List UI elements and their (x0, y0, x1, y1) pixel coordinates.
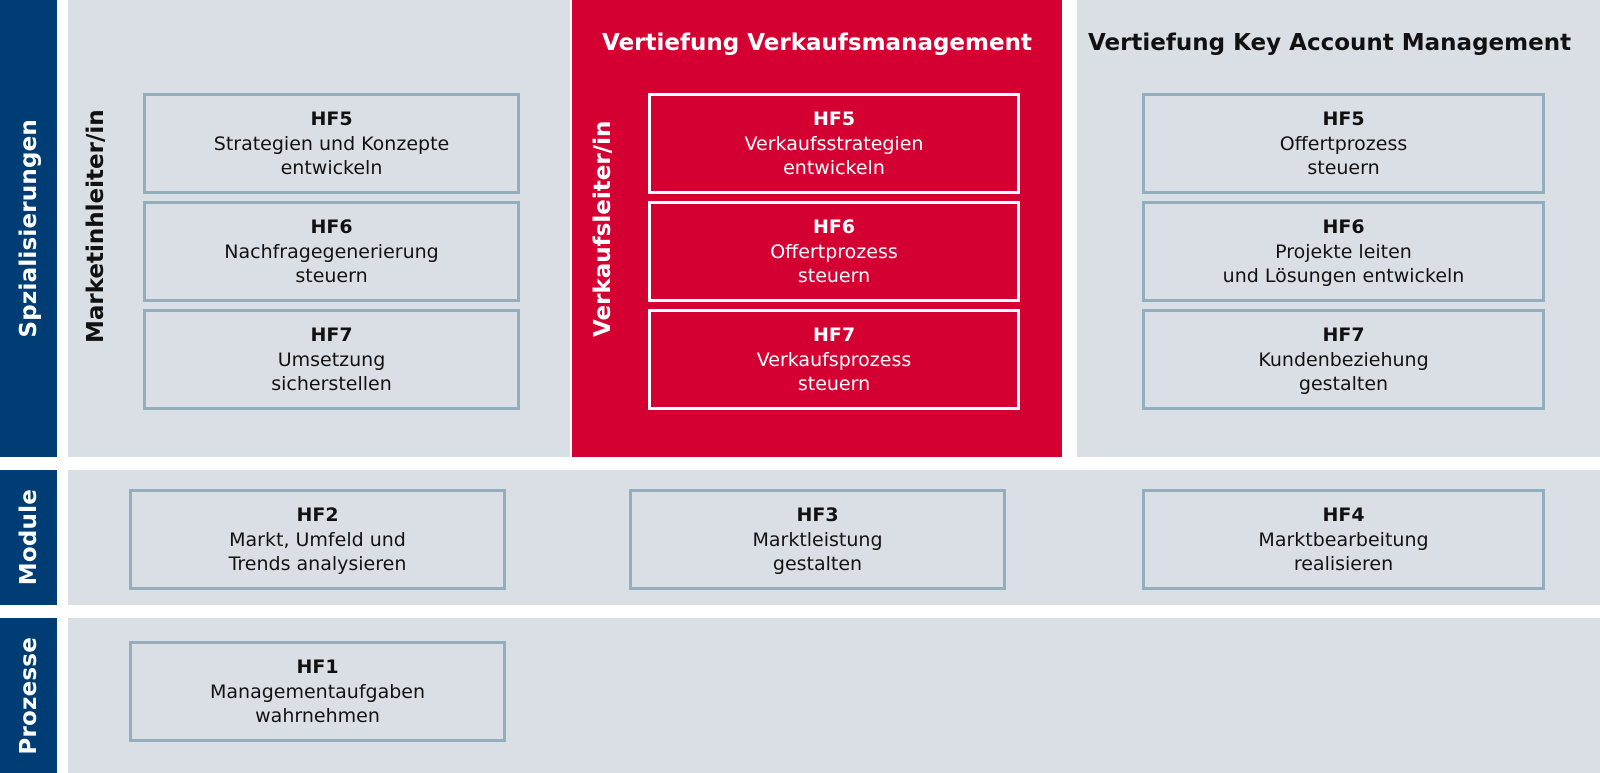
hf-title: Umsetzung sicherstellen (271, 348, 392, 396)
hf-box-spec-c1-hf6[interactable]: HF6 Nachfragegenerierung steuern (143, 201, 520, 302)
hf-code: HF5 (812, 107, 856, 130)
hf-code: HF6 (812, 215, 856, 238)
hf-code: HF6 (310, 215, 353, 238)
hf-code: HF5 (1322, 107, 1365, 130)
hf-title: Offertprozess steuern (770, 240, 898, 288)
hf-code: HF7 (812, 323, 856, 346)
hf-code: HF6 (1322, 215, 1365, 238)
role-label-marketingleiter: Marketinhleiter/in (83, 109, 109, 343)
hf-box-spec-c2-hf7[interactable]: HF7 Verkaufsprozess steuern (648, 309, 1020, 410)
hf-code: HF7 (1322, 323, 1365, 346)
hf-box-module-hf4[interactable]: HF4 Marktbearbeitung realisieren (1142, 489, 1545, 590)
hf-box-module-hf3[interactable]: HF3 Marktleistung gestalten (629, 489, 1006, 590)
hf-code: HF4 (1322, 503, 1365, 526)
hf-title: Marktbearbeitung realisieren (1258, 528, 1429, 576)
hf-code: HF7 (310, 323, 353, 346)
category-tab-module: Module (0, 470, 57, 605)
hf-code: HF2 (296, 503, 339, 526)
hf-title: Strategien und Konzepte entwickeln (213, 132, 450, 180)
hf-box-spec-c1-hf5[interactable]: HF5 Strategien und Konzepte entwickeln (143, 93, 520, 194)
hf-box-spec-c2-hf6[interactable]: HF6 Offertprozess steuern (648, 201, 1020, 302)
category-tab-label: Prozesse (15, 636, 42, 755)
hf-code: HF1 (296, 655, 339, 678)
role-label-verkaufsleiter: Verkaufsleiter/in (590, 120, 616, 337)
column-heading-key-account-management: Vertiefung Key Account Management (1087, 30, 1572, 56)
hf-code: HF3 (796, 503, 839, 526)
hf-title: Offertprozess steuern (1279, 132, 1408, 180)
column-heading-verkaufsmanagement: Vertiefung Verkaufsmanagement (602, 30, 1032, 56)
hf-box-spec-c2-hf5[interactable]: HF5 Verkaufsstrategien entwickeln (648, 93, 1020, 194)
hf-title: Nachfragegenerierung steuern (224, 240, 439, 288)
hf-box-spec-c1-hf7[interactable]: HF7 Umsetzung sicherstellen (143, 309, 520, 410)
hf-title: Verkaufsprozess steuern (756, 348, 912, 396)
category-tab-label: Spzialisierungen (15, 119, 42, 338)
specialisation-column-3-panel (1077, 0, 1600, 457)
specialisation-column-1-panel (68, 0, 570, 457)
module-row-panel (68, 470, 1600, 605)
category-tab-spezialisierungen: Spzialisierungen (0, 0, 57, 457)
hf-title: Projekte leiten und Lösungen entwickeln (1222, 240, 1465, 288)
hf-code: HF5 (310, 107, 353, 130)
category-tab-label: Module (15, 489, 42, 586)
hf-title: Markt, Umfeld und Trends analysieren (228, 528, 407, 576)
hf-box-spec-c3-hf5[interactable]: HF5 Offertprozess steuern (1142, 93, 1545, 194)
hf-title: Marktleistung gestalten (752, 528, 883, 576)
hf-box-spec-c3-hf6[interactable]: HF6 Projekte leiten und Lösungen entwick… (1142, 201, 1545, 302)
hf-box-spec-c3-hf7[interactable]: HF7 Kundenbeziehung gestalten (1142, 309, 1545, 410)
specialisation-column-2-panel (572, 0, 1062, 457)
hf-title: Kundenbeziehung gestalten (1258, 348, 1429, 396)
hf-box-module-hf2[interactable]: HF2 Markt, Umfeld und Trends analysieren (129, 489, 506, 590)
hf-title: Managementaufgaben wahrnehmen (209, 680, 426, 728)
hf-title: Verkaufsstrategien entwickeln (744, 132, 924, 180)
hf-box-process-hf1[interactable]: HF1 Managementaufgaben wahrnehmen (129, 641, 506, 742)
category-tab-prozesse: Prozesse (0, 618, 57, 773)
